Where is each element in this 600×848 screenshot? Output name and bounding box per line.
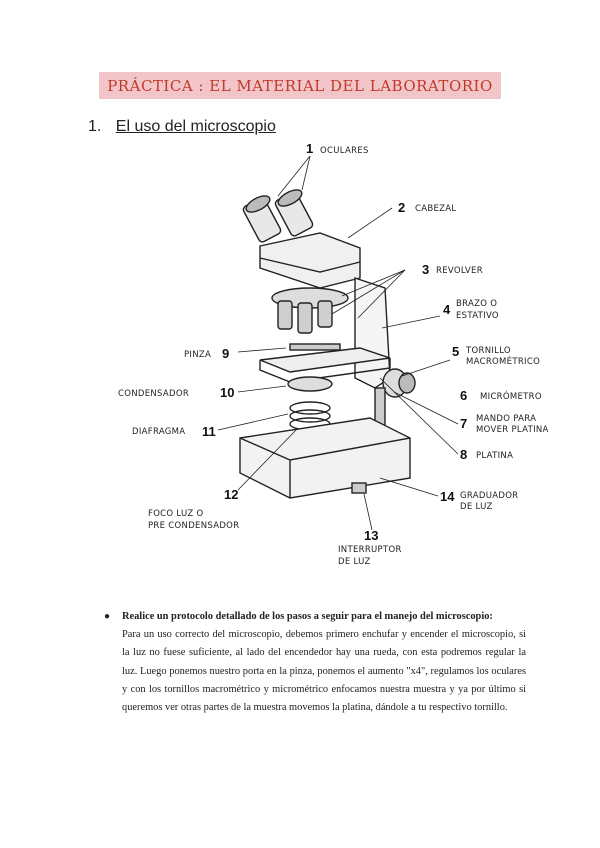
label-foco-1: FOCO LUZ O (148, 509, 204, 519)
label-platina: PLATINA (476, 451, 513, 461)
microscope-drawing (239, 189, 416, 499)
base (239, 417, 411, 499)
objective-2 (297, 302, 313, 334)
eyepiece-left (242, 195, 282, 243)
label-mando-2: MOVER PLATINA (476, 425, 549, 435)
section-number: 1. (88, 118, 102, 135)
num-4: 4 (443, 302, 451, 317)
num-12: 12 (224, 487, 238, 502)
microscope-diagram: 1 2 3 4 5 6 7 8 9 10 11 12 13 14 OCULARE… (118, 141, 549, 567)
title-wrap: PRÁCTICA : EL MATERIAL DEL LABORATORIO (0, 72, 600, 99)
num-6: 6 (460, 388, 467, 403)
section-heading: 1. El uso del microscopio (88, 118, 276, 136)
label-brazo-2: ESTATIVO (456, 311, 499, 321)
label-condensador: CONDENSADOR (118, 389, 189, 399)
label-brazo-1: BRAZO O (456, 299, 497, 309)
num-2: 2 (398, 200, 405, 215)
protocol-bullet: ● Realice un protocolo detallado de los … (104, 608, 526, 717)
eyepiece-right (274, 189, 314, 237)
num-5: 5 (452, 344, 459, 359)
label-mando-1: MANDO PARA (476, 414, 536, 424)
bullet-body: Para un uso correcto del microscopio, de… (122, 629, 526, 714)
num-11: 11 (202, 424, 216, 439)
label-interruptor-2: DE LUZ (338, 557, 371, 567)
num-9: 9 (222, 346, 229, 361)
num-1: 1 (306, 141, 313, 156)
label-graduador-2: DE LUZ (460, 502, 493, 512)
num-14: 14 (440, 489, 455, 504)
bullet-heading: Realice un protocolo detallado de los pa… (122, 611, 493, 622)
bullet-dot: ● (104, 611, 111, 622)
num-10: 10 (220, 385, 234, 400)
label-diafragma: DIAFRAGMA (132, 427, 185, 437)
label-interruptor-1: INTERRUPTOR (338, 545, 402, 555)
label-micrometro: MICRÓMETRO (480, 390, 542, 402)
label-tornillo-2: MACROMÉTRICO (466, 355, 540, 367)
objective-3 (317, 300, 333, 328)
section-title: El uso del microscopio (115, 118, 276, 135)
leader-lines (217, 155, 459, 531)
label-revolver: REVOLVER (436, 266, 483, 276)
num-13: 13 (364, 528, 378, 543)
light-switch (351, 482, 367, 494)
head (259, 232, 361, 289)
num-8: 8 (460, 447, 467, 462)
page-title: PRÁCTICA : EL MATERIAL DEL LABORATORIO (99, 72, 501, 99)
num-7: 7 (460, 416, 467, 431)
label-pinza: PINZA (184, 350, 211, 360)
diaphragm (289, 401, 331, 415)
label-oculares: OCULARES (320, 146, 369, 156)
label-tornillo-1: TORNILLO (465, 346, 511, 356)
label-cabezal: CABEZAL (415, 204, 456, 214)
label-foco-2: PRE CONDENSADOR (148, 521, 239, 531)
condenser (287, 376, 333, 392)
objective-1 (277, 300, 293, 330)
clamp (289, 343, 341, 351)
label-graduador-1: GRADUADOR (460, 491, 518, 501)
num-3: 3 (422, 262, 429, 277)
